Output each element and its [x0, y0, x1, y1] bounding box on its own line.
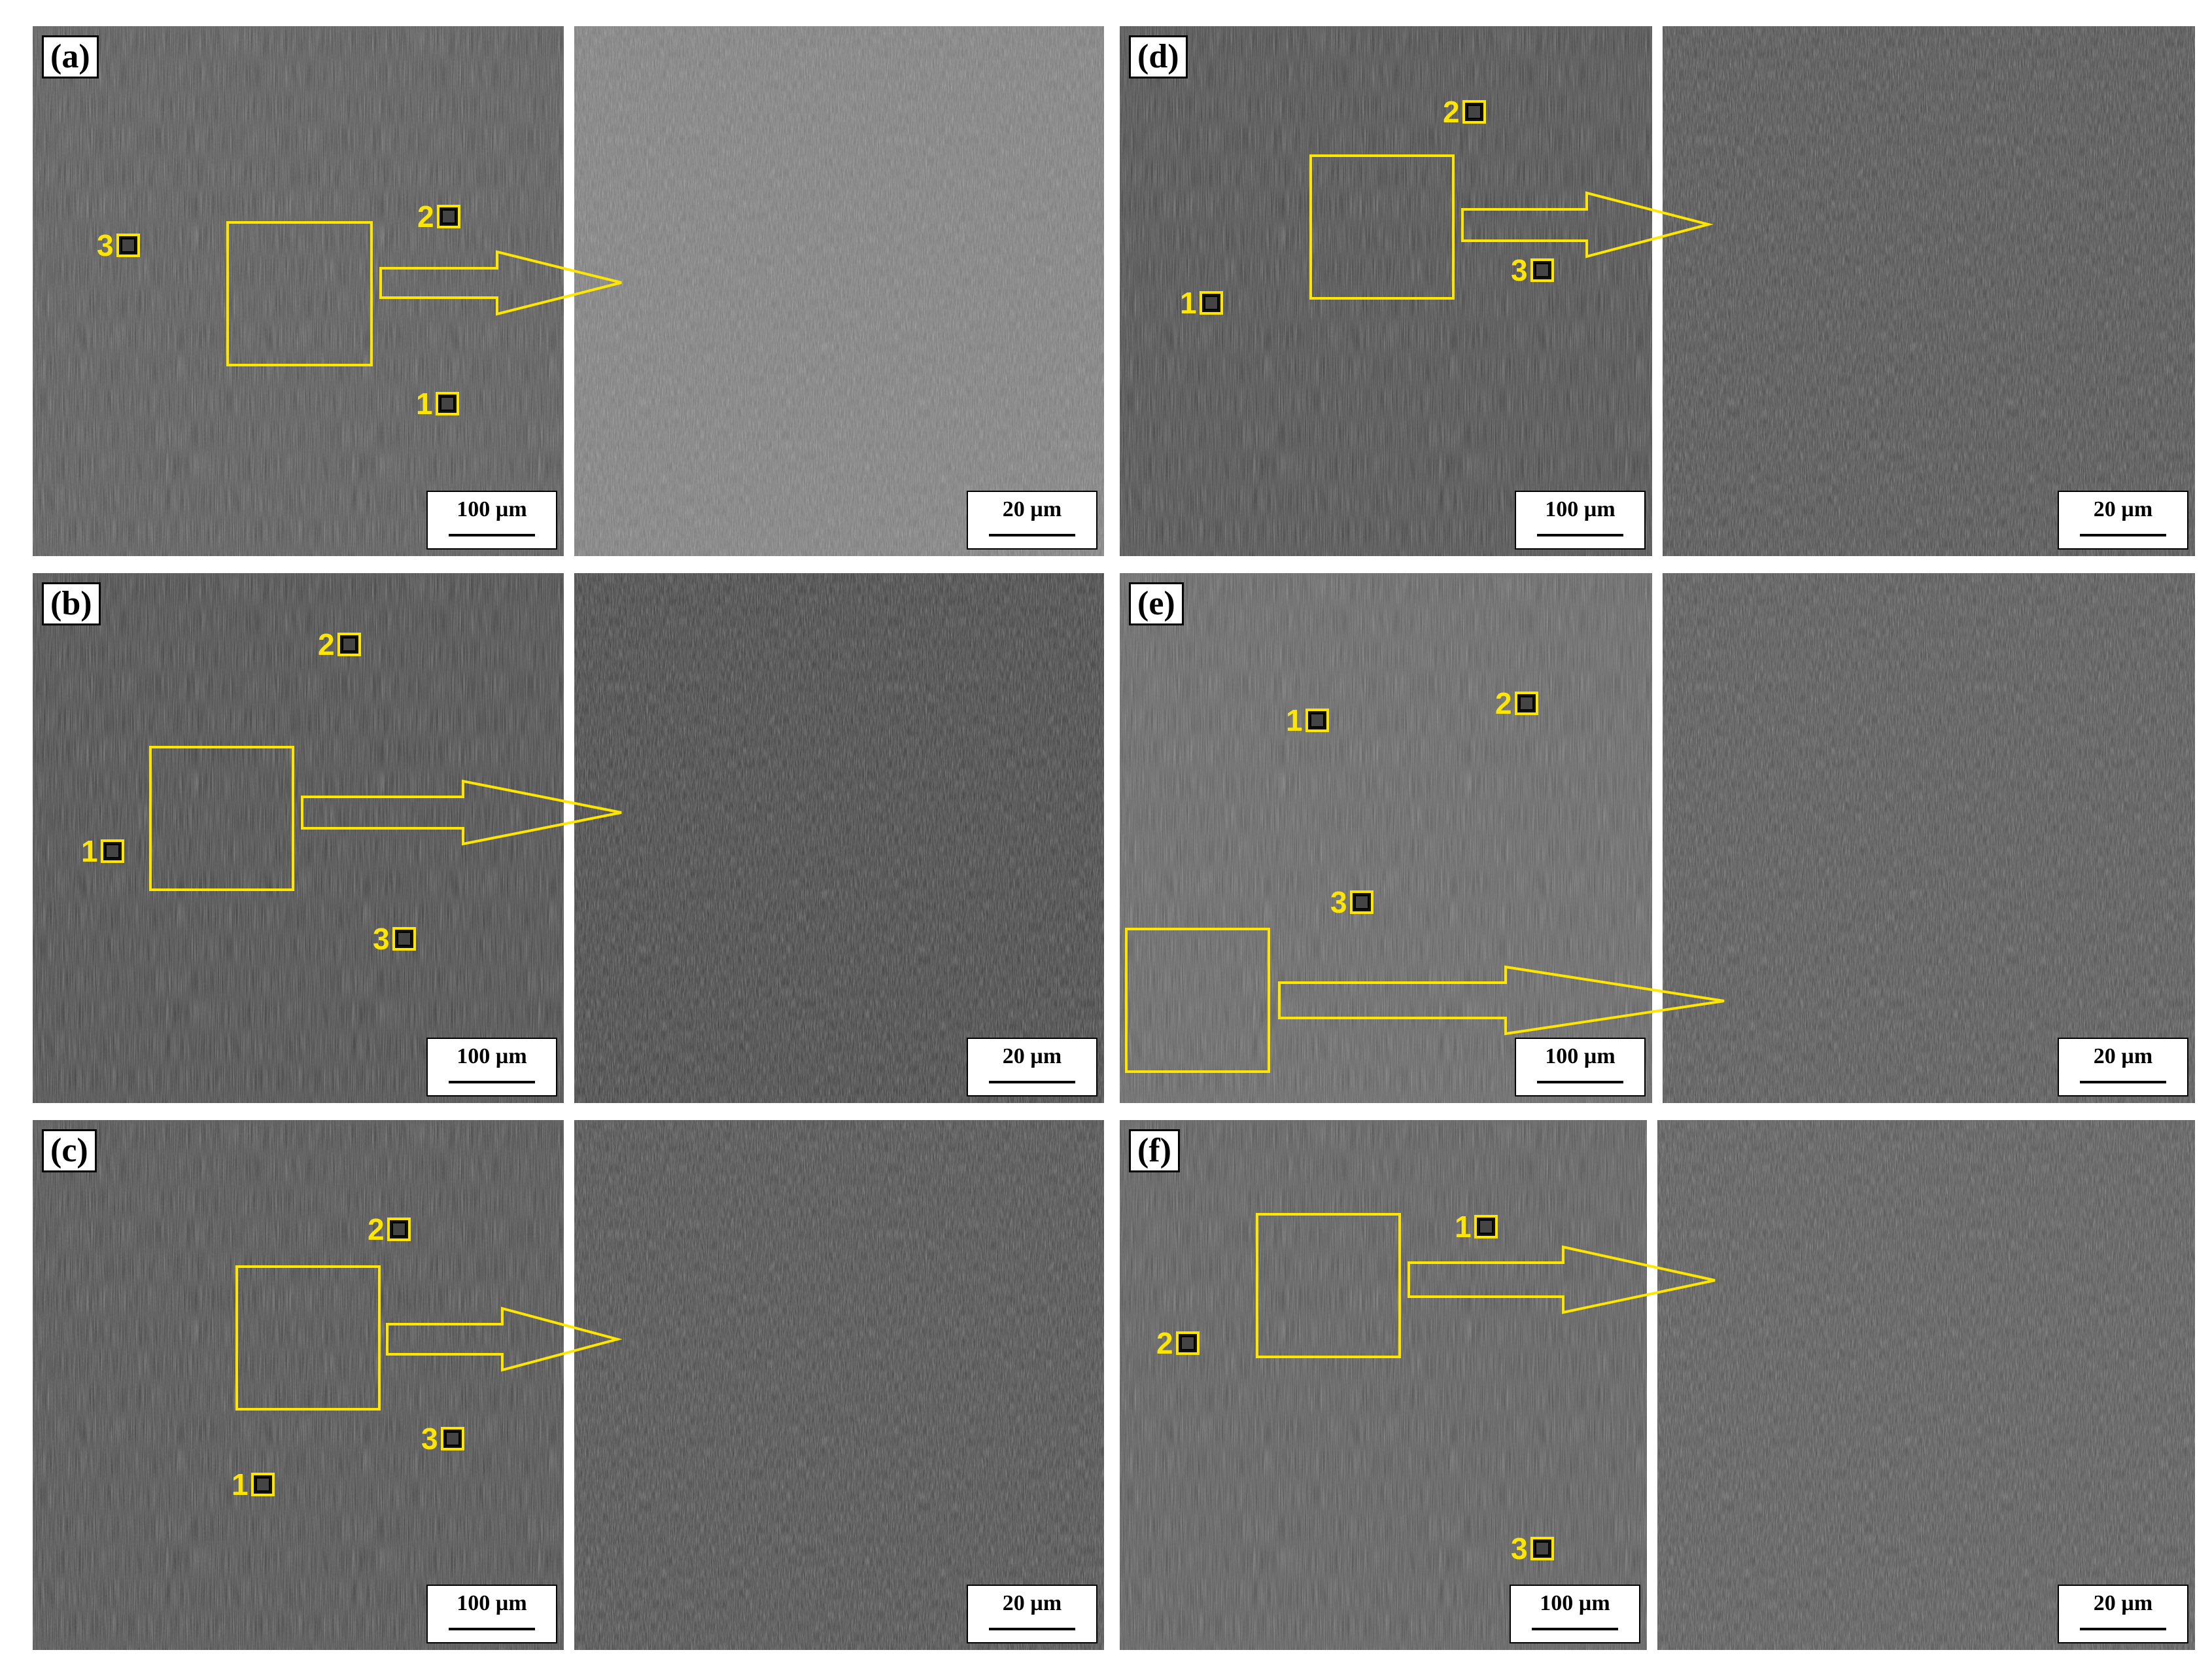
- marker-1: 1: [1286, 705, 1329, 735]
- sem-image-e-high: 20 µm: [1663, 573, 2195, 1103]
- scale-bar: 20 µm: [967, 491, 1097, 550]
- scale-bar: 20 µm: [967, 1585, 1097, 1643]
- marker-1: 1: [1455, 1212, 1498, 1242]
- marker-3: 3: [1511, 255, 1554, 285]
- scale-bar: 20 µm: [2058, 491, 2188, 550]
- marker-2: 2: [1156, 1328, 1200, 1358]
- marker-1: 1: [416, 389, 459, 419]
- marker-3: 3: [373, 924, 416, 954]
- scale-bar: 20 µm: [2058, 1585, 2188, 1643]
- scale-bar: 100 µm: [1515, 491, 1646, 550]
- marker-3: 3: [421, 1424, 464, 1454]
- marker-2: 2: [417, 202, 460, 232]
- marker-1: 1: [232, 1469, 275, 1500]
- panel-label-a: (a): [42, 35, 99, 79]
- sem-image-b-low: (b) 100 µm: [33, 573, 564, 1103]
- scale-bar: 100 µm: [426, 491, 557, 550]
- sem-image-c-high: 20 µm: [574, 1120, 1104, 1650]
- scale-bar: 100 µm: [1510, 1585, 1640, 1643]
- sem-image-d-high: 20 µm: [1663, 26, 2195, 556]
- panel-label-f: (f): [1129, 1129, 1180, 1172]
- sem-image-c-low: (c) 100 µm: [33, 1120, 564, 1650]
- sem-image-a-low: (a) 100 µm: [33, 26, 564, 556]
- marker-1: 1: [81, 836, 124, 866]
- panel-label-e: (e): [1129, 582, 1184, 625]
- marker-2: 2: [318, 629, 361, 659]
- panel-label-b: (b): [42, 582, 101, 625]
- sem-image-f-low: (f) 100 µm: [1120, 1120, 1647, 1650]
- marker-3: 3: [1330, 887, 1374, 917]
- panel-label-d: (d): [1129, 35, 1188, 79]
- sem-image-e-low: (e) 100 µm: [1120, 573, 1652, 1103]
- marker-2: 2: [1495, 688, 1538, 718]
- sem-image-f-high: 20 µm: [1657, 1120, 2195, 1650]
- scale-bar: 100 µm: [426, 1585, 557, 1643]
- marker-2: 2: [368, 1214, 411, 1244]
- marker-3: 3: [1511, 1534, 1554, 1564]
- scale-bar: 20 µm: [967, 1038, 1097, 1097]
- marker-2: 2: [1443, 97, 1486, 127]
- scale-bar: 20 µm: [2058, 1038, 2188, 1097]
- marker-3: 3: [97, 230, 140, 260]
- scale-bar: 100 µm: [426, 1038, 557, 1097]
- sem-image-a-high: 20 µm: [574, 26, 1104, 556]
- sem-image-b-high: 20 µm: [574, 573, 1104, 1103]
- panel-label-c: (c): [42, 1129, 97, 1172]
- scale-bar: 100 µm: [1515, 1038, 1646, 1097]
- marker-1: 1: [1180, 288, 1223, 318]
